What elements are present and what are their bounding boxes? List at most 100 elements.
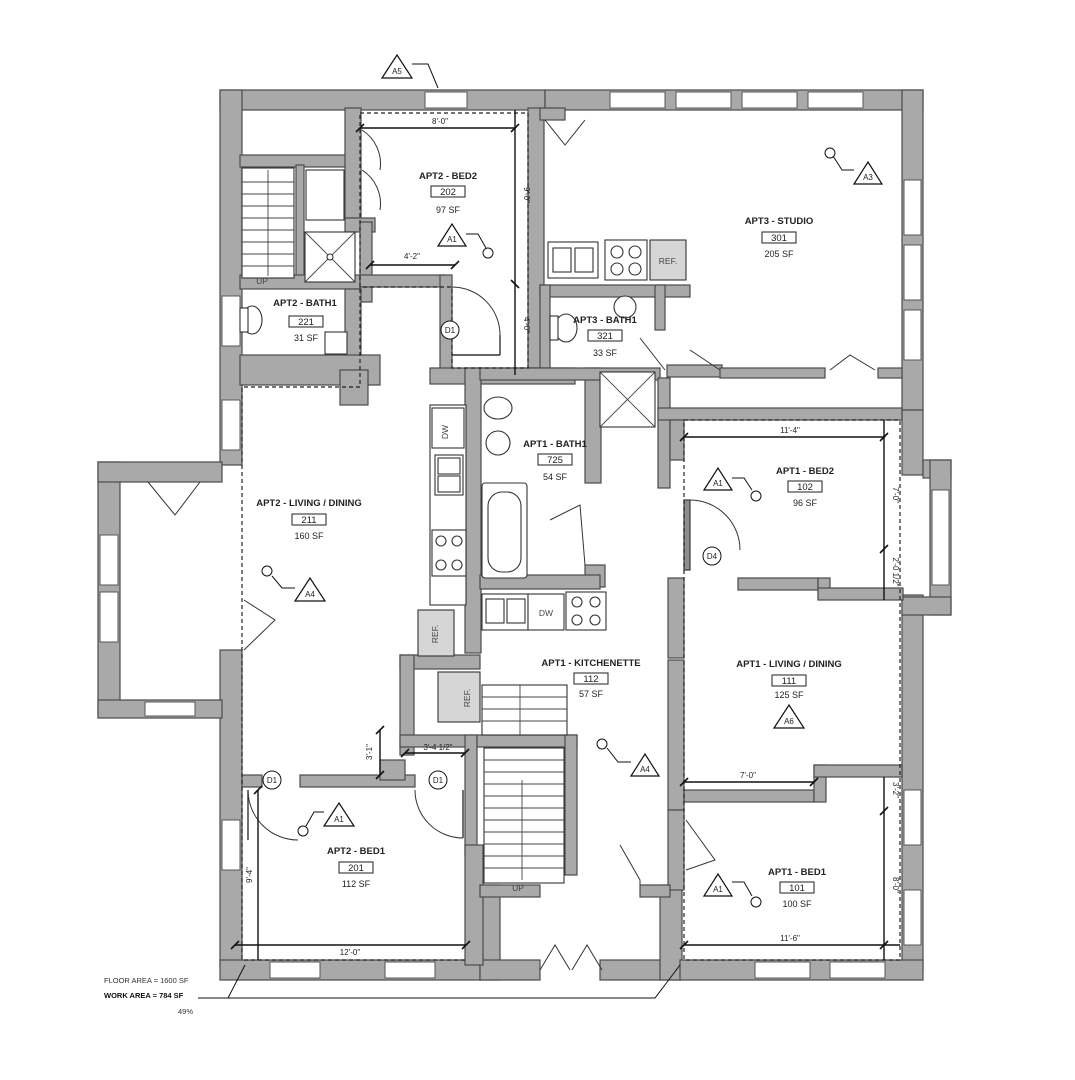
svg-text:33 SF: 33 SF bbox=[593, 348, 618, 358]
svg-text:D1: D1 bbox=[445, 326, 456, 335]
work-area-outlines bbox=[241, 112, 901, 961]
door-tag-d1-bed2: D1 bbox=[440, 320, 460, 340]
room-apt2-bed1: APT2 - BED1 201 112 SF bbox=[327, 846, 386, 889]
room-apt2-bed2: APT2 - BED2 202 97 SF bbox=[419, 171, 477, 215]
svg-text:96 SF: 96 SF bbox=[793, 498, 818, 508]
apt1-ref-label: REF. bbox=[462, 689, 472, 707]
apt1-dw-label: DW bbox=[539, 608, 553, 618]
svg-text:211: 211 bbox=[301, 515, 316, 526]
area-stats: FLOOR AREA = 1600 SF WORK AREA = 784 SF … bbox=[104, 964, 681, 1016]
svg-text:202: 202 bbox=[440, 187, 456, 198]
svg-text:APT1 - BED2: APT1 - BED2 bbox=[776, 466, 834, 477]
room-apt1-kitchenette: APT1 - KITCHENETTE 112 57 SF bbox=[541, 658, 640, 699]
svg-text:APT3 - STUDIO: APT3 - STUDIO bbox=[745, 216, 814, 227]
svg-text:APT1 - BATH1: APT1 - BATH1 bbox=[523, 439, 587, 450]
stair-treads-upper bbox=[242, 170, 294, 276]
dim-apt2-bed1-left: 9'-4" bbox=[245, 867, 254, 883]
svg-text:31 SF: 31 SF bbox=[294, 333, 319, 343]
svg-text:112: 112 bbox=[583, 674, 598, 685]
svg-text:A1: A1 bbox=[447, 235, 457, 244]
dim-apt1-bed1-right: 8'-0" bbox=[891, 877, 900, 893]
stair-up-label-main: UP bbox=[512, 883, 524, 893]
dim-apt1-bed2-right-lower: 2'-0 1/2" bbox=[891, 557, 900, 586]
svg-text:APT2 - BATH1: APT2 - BATH1 bbox=[273, 298, 337, 309]
stair-treads-lower bbox=[484, 759, 564, 880]
tag-a1-apt1-bed2: A1 bbox=[702, 466, 762, 502]
apt2-dw-label: DW bbox=[440, 425, 450, 439]
percent-text: 49% bbox=[178, 1007, 193, 1016]
stair-up-label: UP bbox=[256, 276, 268, 286]
room-apt2-bath1: APT2 - BATH1 221 31 SF bbox=[273, 298, 337, 343]
fixtures: UP REF. bbox=[239, 167, 687, 893]
svg-text:D1: D1 bbox=[267, 776, 278, 785]
svg-text:APT2 - BED2: APT2 - BED2 bbox=[419, 171, 477, 182]
tag-a1-apt2-bed1: A1 bbox=[297, 801, 356, 837]
svg-text:APT1 - LIVING / DINING: APT1 - LIVING / DINING bbox=[736, 659, 842, 670]
svg-text:A1: A1 bbox=[713, 479, 723, 488]
dimension-lines: 8'-0" 9'-0" 4'-0" 4'-2" 11'-4" 7'-0" 2'-… bbox=[230, 110, 900, 960]
svg-text:321: 321 bbox=[597, 331, 613, 342]
svg-text:301: 301 bbox=[771, 233, 787, 244]
svg-text:APT1 - BED1: APT1 - BED1 bbox=[768, 867, 827, 878]
svg-text:A1: A1 bbox=[334, 815, 344, 824]
room-apt1-bed1: APT1 - BED1 101 100 SF bbox=[768, 867, 827, 909]
svg-text:160 SF: 160 SF bbox=[294, 531, 324, 541]
svg-text:APT2 - BED1: APT2 - BED1 bbox=[327, 846, 386, 857]
svg-text:112 SF: 112 SF bbox=[342, 879, 371, 889]
svg-text:A1: A1 bbox=[713, 885, 723, 894]
dim-apt1-bed2-top: 11'-4" bbox=[780, 426, 800, 435]
dim-bed2-top: 8'-0" bbox=[432, 117, 448, 126]
dim-apt1-bed2-right: 7'-0" bbox=[891, 487, 900, 503]
svg-text:APT3 - BATH1: APT3 - BATH1 bbox=[573, 315, 637, 326]
room-apt3-studio: APT3 - STUDIO 301 205 SF bbox=[745, 216, 814, 259]
svg-text:102: 102 bbox=[797, 482, 813, 493]
svg-text:125 SF: 125 SF bbox=[774, 690, 804, 700]
svg-text:111: 111 bbox=[782, 676, 796, 687]
svg-text:D4: D4 bbox=[707, 552, 718, 561]
door-tag-d1-bed1-left: D1 bbox=[262, 770, 282, 790]
tag-a6: A6 bbox=[772, 703, 806, 729]
view-tags: A5 A3 A1 A1 A4 A6 bbox=[261, 53, 884, 908]
svg-text:100 SF: 100 SF bbox=[782, 899, 812, 909]
dim-bed2-right: 9'-0" bbox=[522, 187, 531, 203]
svg-text:101: 101 bbox=[789, 883, 805, 894]
svg-text:A5: A5 bbox=[392, 67, 402, 76]
door-tag-d4: D4 bbox=[702, 546, 722, 566]
room-apt1-bed2: APT1 - BED2 102 96 SF bbox=[776, 466, 834, 508]
apt2-ref-label: REF. bbox=[430, 625, 440, 643]
room-apt3-bath1: APT3 - BATH1 321 33 SF bbox=[573, 315, 637, 358]
svg-text:A3: A3 bbox=[863, 173, 873, 182]
dim-bed2-mid: 4'-2" bbox=[404, 252, 420, 261]
svg-text:D1: D1 bbox=[433, 776, 444, 785]
tag-a5: A5 bbox=[380, 53, 439, 89]
svg-text:201: 201 bbox=[348, 863, 364, 874]
svg-text:A4: A4 bbox=[640, 765, 650, 774]
svg-text:57 SF: 57 SF bbox=[579, 689, 604, 699]
tag-a1-bed2: A1 bbox=[436, 222, 494, 259]
svg-text:A6: A6 bbox=[784, 717, 794, 726]
svg-text:221: 221 bbox=[298, 317, 314, 328]
svg-text:205 SF: 205 SF bbox=[764, 249, 794, 259]
svg-text:A4: A4 bbox=[305, 590, 315, 599]
tag-a4-apt2: A4 bbox=[261, 565, 327, 602]
tag-a1-apt1-bed1: A1 bbox=[702, 872, 762, 908]
dim-hall-width: 3'-4 1/2" bbox=[423, 743, 452, 752]
dim-apt1-living-bottom: 7'-0" bbox=[740, 771, 756, 780]
room-apt1-bath1: APT1 - BATH1 725 54 SF bbox=[523, 439, 587, 482]
room-labels: APT2 - BED2 202 97 SF APT3 - STUDIO 301 … bbox=[256, 171, 842, 909]
stair-treads-main bbox=[482, 685, 567, 735]
svg-text:APT1 - KITCHENETTE: APT1 - KITCHENETTE bbox=[541, 658, 640, 669]
door-tag-d1-bed1-right: D1 bbox=[428, 770, 448, 790]
doors bbox=[147, 119, 876, 971]
dim-apt1-bed1-right-top: 3'-2" bbox=[891, 782, 900, 798]
dim-apt1-bed1-bottom: 11'-6" bbox=[780, 934, 800, 943]
dim-hall-height: 3'-1" bbox=[365, 744, 374, 760]
room-apt1-living: APT1 - LIVING / DINING 111 125 SF bbox=[736, 659, 842, 700]
room-apt2-living: APT2 - LIVING / DINING 211 160 SF bbox=[256, 498, 362, 541]
apt3-ref-label: REF. bbox=[659, 256, 677, 266]
floor-area-text: FLOOR AREA = 1600 SF bbox=[104, 976, 189, 985]
dim-apt2-bed1-bottom: 12'-0" bbox=[340, 948, 361, 957]
windows bbox=[99, 91, 950, 979]
svg-text:97 SF: 97 SF bbox=[436, 205, 461, 215]
